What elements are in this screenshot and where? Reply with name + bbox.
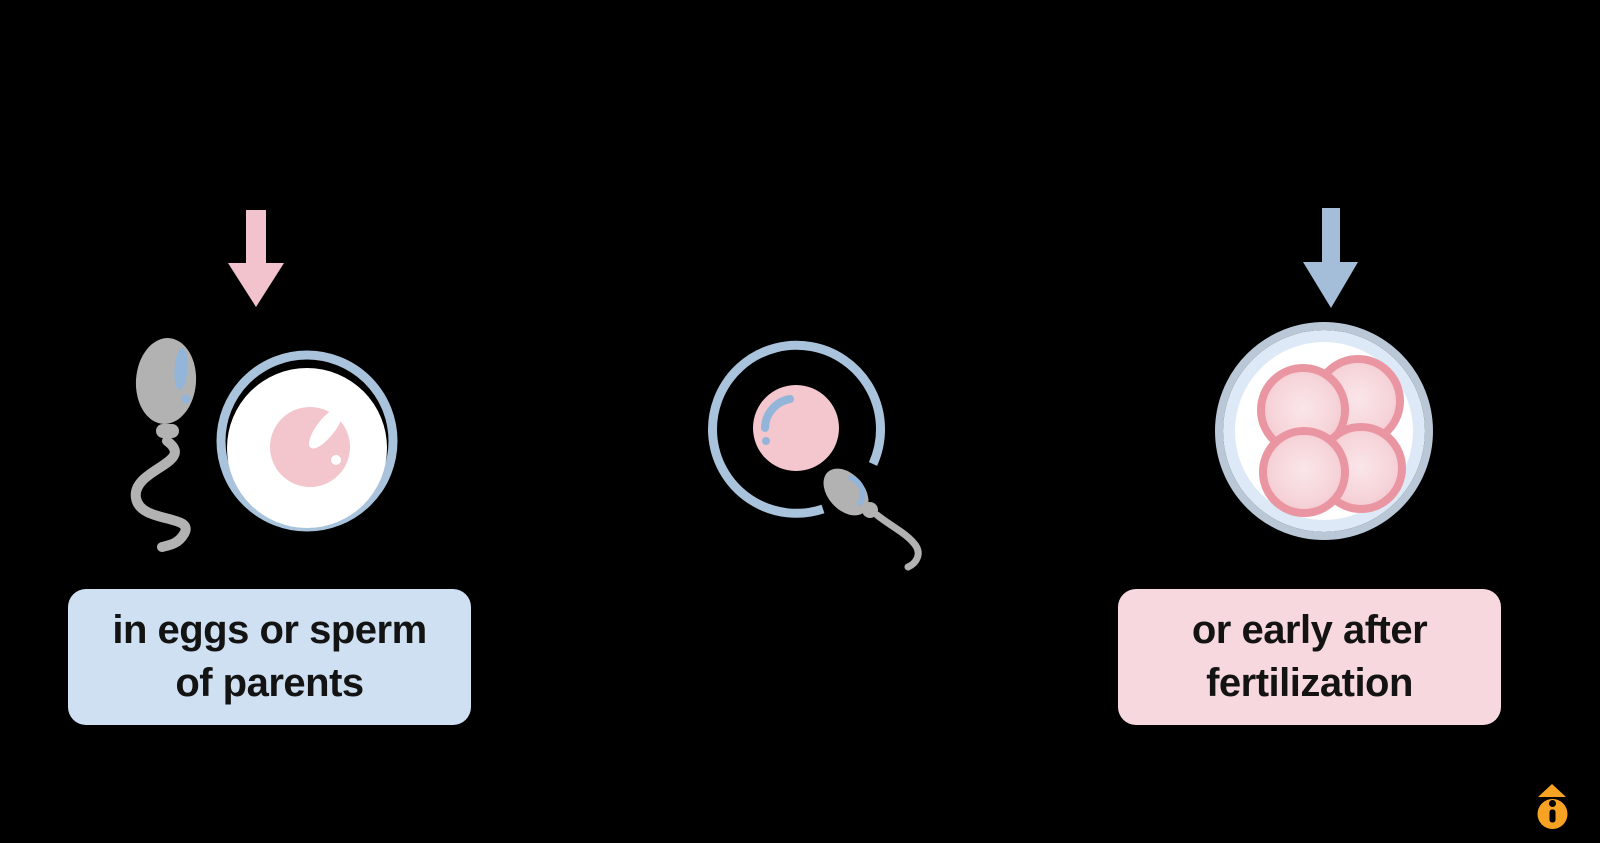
fertilization-nucleus-highlight — [761, 395, 794, 432]
sperm-head-highlight — [174, 348, 188, 390]
caption-fertilization-line1: or early after — [1191, 608, 1428, 652]
embryo-outer-membrane — [1215, 322, 1433, 540]
fertilization-nucleus-highlight-dot — [762, 437, 770, 445]
fertilization-icon — [708, 340, 922, 571]
fertilizing-sperm-tail — [873, 511, 922, 571]
caption-fertilization: or early after fertilization — [1118, 589, 1501, 725]
caption-fertilization-line2: fertilization — [1206, 661, 1413, 705]
four-cell-embryo-icon — [1215, 322, 1433, 540]
pink-down-arrow — [228, 210, 284, 307]
egg-cell-icon — [216, 350, 398, 532]
embryo-cell-bottom-left — [1259, 427, 1349, 517]
blue-down-arrow-shape — [1303, 208, 1358, 308]
egg-nucleus-highlight — [309, 407, 343, 449]
sperm-tail — [130, 436, 191, 552]
sperm-neck — [156, 424, 179, 438]
info-logo-i-stem — [1549, 809, 1556, 823]
info-logo-icon[interactable] — [1537, 784, 1568, 829]
egg-nucleus-highlight-dot — [331, 455, 341, 465]
fertilizing-sperm-highlight — [848, 475, 866, 506]
caption-eggs-sperm-line2: of parents — [175, 661, 364, 705]
info-logo-i-dot — [1549, 800, 1556, 807]
sperm-cell-icon — [130, 338, 197, 552]
sperm-head-highlight-dot — [181, 394, 191, 404]
blue-down-arrow — [1303, 208, 1358, 308]
sperm-head — [135, 338, 197, 424]
info-logo-hat — [1538, 784, 1566, 797]
caption-eggs-sperm-line1: in eggs or sperm — [112, 608, 427, 652]
caption-eggs-sperm: in eggs or sperm of parents — [68, 589, 471, 725]
fertilizing-sperm — [823, 468, 922, 571]
pink-down-arrow-shape — [228, 210, 284, 307]
fertilization-membrane-ring — [708, 340, 885, 518]
